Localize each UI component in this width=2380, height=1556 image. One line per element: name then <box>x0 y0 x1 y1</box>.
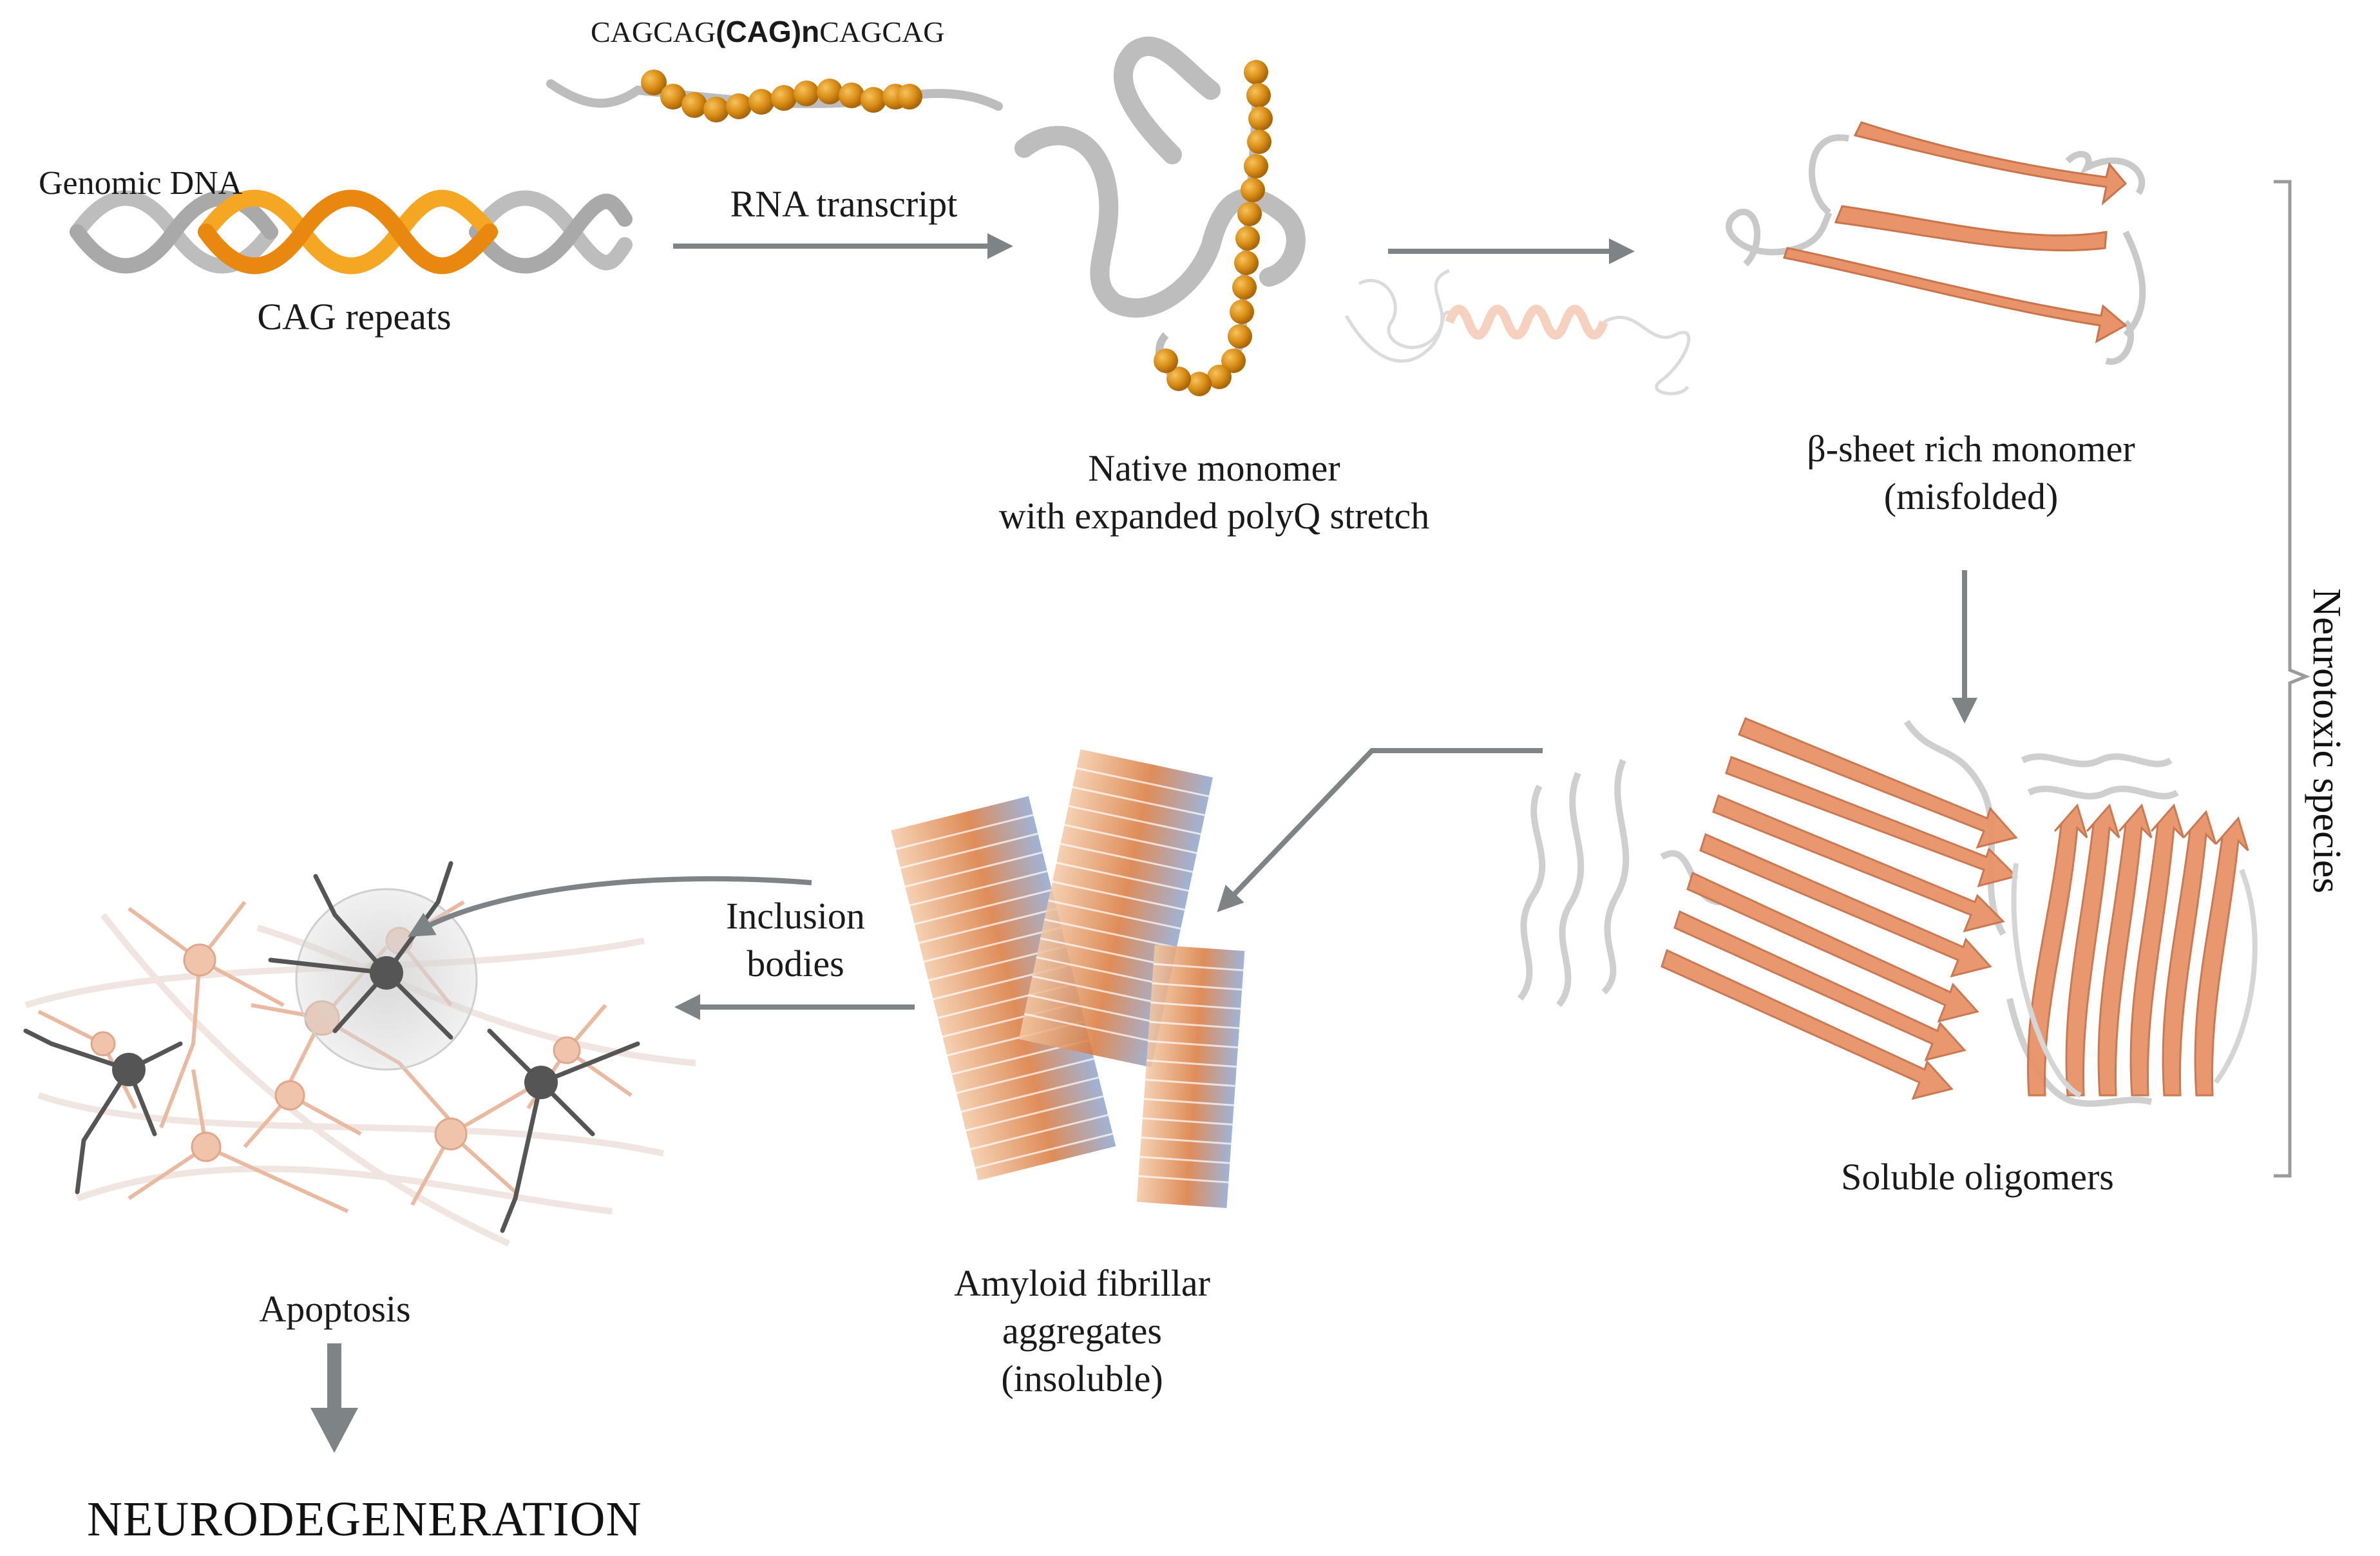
inclusion-line1: Inclusion <box>726 895 865 937</box>
neurotoxic-species-label: Neurotoxic species <box>2305 588 2348 894</box>
inclusion-line2: bodies <box>747 943 844 985</box>
beta-sheet-monomer-icon <box>1726 121 2146 365</box>
native-monomer-icon <box>1014 36 1306 396</box>
cag-repeats-label: CAG repeats <box>257 296 452 338</box>
sequence-prefix: CAGCAG <box>591 15 716 48</box>
native-monomer-line2: with expanded polyQ stretch <box>998 495 1430 537</box>
beta-sheet-line2: (misfolded) <box>1883 475 2059 518</box>
apoptosis-label: Apoptosis <box>259 1288 411 1330</box>
amyloid-line2: aggregates <box>1002 1310 1162 1352</box>
native-monomer-label: Native monomer with expanded polyQ stret… <box>908 445 1520 540</box>
genomic-dna-label: Genomic DNA <box>39 165 243 202</box>
neurodegeneration-label: NEURODEGENERATION <box>87 1492 642 1546</box>
neurotoxic-bracket <box>2274 180 2310 1178</box>
dna-helix-icon <box>70 189 633 274</box>
beta-sheet-line1: β-sheet rich monomer <box>1807 428 2135 470</box>
amyloid-line3: (insoluble) <box>1001 1358 1163 1400</box>
oligomer-icon <box>1517 717 2258 1107</box>
soluble-oligomers-label: Soluble oligomers <box>1841 1156 2114 1198</box>
sequence-label: CAGCAG(CAG)nCAGCAG <box>591 14 944 49</box>
amyloid-fibril-icon <box>891 749 1245 1209</box>
neuron-network-icon <box>23 861 696 1247</box>
arrow-apoptosis-down <box>310 1343 358 1453</box>
native-monomer-line1: Native monomer <box>1088 447 1340 489</box>
sequence-repeat: (CAG)n <box>716 15 820 48</box>
amyloid-label: Amyloid fibrillar aggregates (insoluble) <box>876 1260 1288 1403</box>
rna-transcript-label: RNA transcript <box>730 183 958 225</box>
amyloid-line1: Amyloid fibrillar <box>954 1262 1210 1304</box>
helix-coil-icon <box>1344 269 1691 396</box>
arrow-to-neuron-glow <box>408 876 812 937</box>
inclusion-bodies-label: Inclusion bodies <box>683 892 908 988</box>
pathway-arrows <box>408 233 1977 1020</box>
rna-bead-strand-icon <box>546 70 1003 122</box>
beta-sheet-label: β-sheet rich monomer (misfolded) <box>1726 425 2216 521</box>
arrow-oligomer-to-amyloid <box>1217 748 1543 912</box>
sequence-suffix: CAGCAG <box>819 15 945 48</box>
